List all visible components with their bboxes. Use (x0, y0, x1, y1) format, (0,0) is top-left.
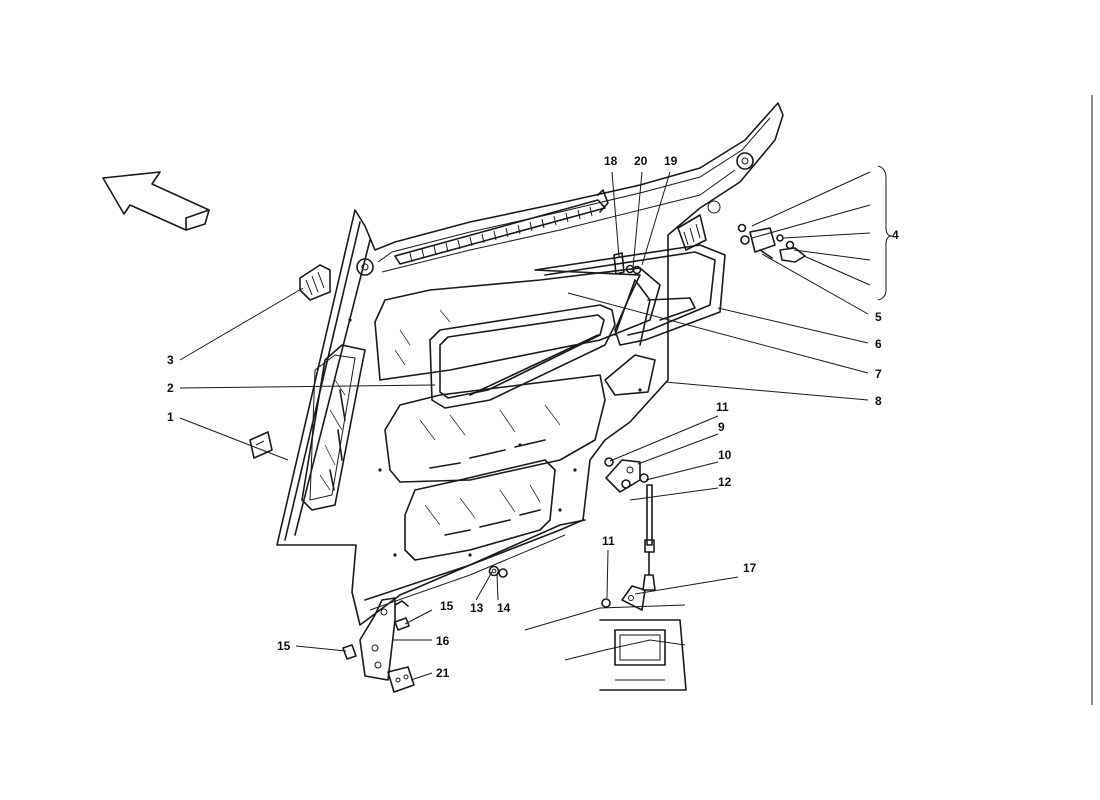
callout-11b: 11 (602, 534, 615, 548)
group-bracket (877, 165, 893, 301)
bolt-group (613, 252, 642, 275)
callout-21: 21 (436, 666, 450, 680)
latch-assembly (737, 223, 806, 263)
leader-lines (179, 171, 871, 681)
callout-11a: 11 (716, 400, 729, 414)
callout-14: 14 (497, 601, 511, 615)
callout-20: 20 (634, 154, 648, 168)
callout-6: 6 (875, 337, 882, 351)
grille-vent (409, 206, 593, 263)
callout-15a: 15 (440, 599, 454, 613)
frame-holes (348, 318, 642, 557)
callout-18: 18 (604, 154, 618, 168)
callout-1: 1 (167, 410, 174, 424)
callout-labels: 1 2 3 4 5 6 7 8 9 10 11 11 12 13 14 15 1… (167, 154, 899, 680)
callout-10: 10 (718, 448, 732, 462)
seal-frame (534, 244, 726, 346)
callout-13: 13 (470, 601, 484, 615)
inner-panel-frame (429, 304, 616, 409)
body-mount (524, 585, 687, 691)
hinge-plate (387, 666, 415, 693)
callout-15b: 15 (277, 639, 291, 653)
strut-bracket (604, 457, 649, 493)
callout-17: 17 (743, 561, 757, 575)
callout-3: 3 (167, 353, 174, 367)
clip-part (249, 431, 273, 459)
gas-strut (642, 484, 656, 591)
callout-19: 19 (664, 154, 678, 168)
direction-arrow-icon (102, 171, 210, 231)
callout-2: 2 (167, 381, 174, 395)
hinge (359, 597, 409, 681)
side-vent (299, 264, 331, 301)
callout-12: 12 (718, 475, 732, 489)
callout-8: 8 (875, 394, 882, 408)
callout-7: 7 (875, 367, 882, 381)
callout-5: 5 (875, 310, 882, 324)
callout-16: 16 (436, 634, 450, 648)
hood-panel (276, 102, 784, 626)
callout-9: 9 (718, 420, 725, 434)
hinge-bolts (342, 617, 410, 660)
washer-nut (488, 565, 508, 578)
callout-4: 4 (892, 228, 899, 242)
